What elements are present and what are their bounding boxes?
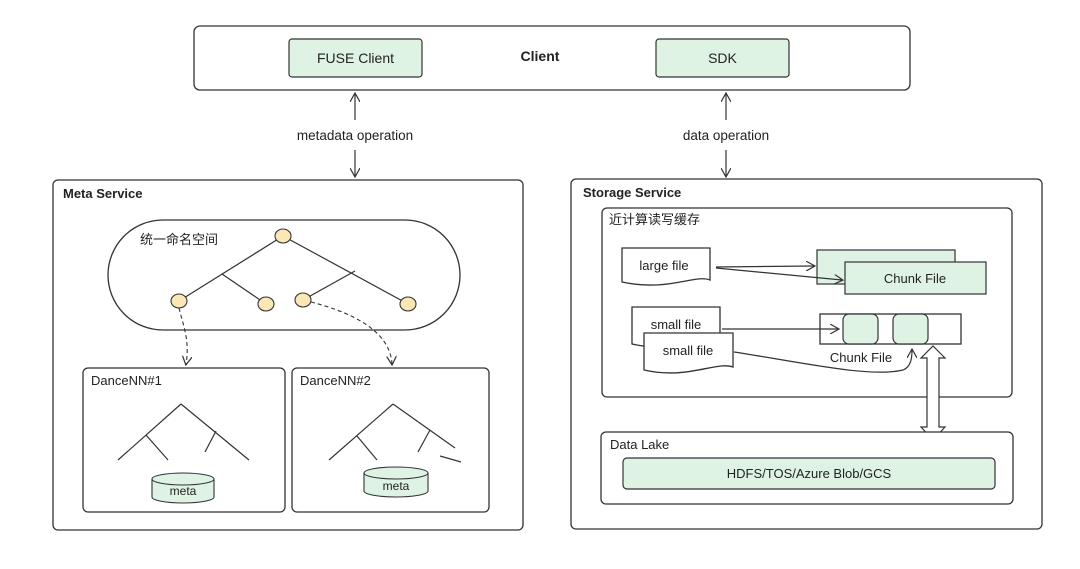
meta-db1-icon <box>151 472 215 504</box>
dancenn2-box: DanceNN#2 meta <box>291 367 490 513</box>
chunk-file-label-2: Chunk File <box>830 350 892 365</box>
cache-label: 近计算读写缓存 <box>609 212 700 227</box>
namespace-pill <box>107 219 461 331</box>
dancenn2-label: DanceNN#2 <box>300 373 371 388</box>
metadata-operation-label: metadata operation <box>297 128 413 143</box>
tree-node <box>399 296 417 312</box>
small-file-doc-2 <box>643 332 734 374</box>
large-file-doc <box>621 247 711 286</box>
data-connection: data operation <box>683 94 769 176</box>
hdfs-box <box>622 457 996 490</box>
namespace-label: 统一命名空间 <box>140 232 218 247</box>
chunk-strip <box>819 313 962 345</box>
tree-node-root <box>274 228 292 244</box>
chunk-slot-1 <box>842 313 879 345</box>
client-title: Client <box>521 48 560 64</box>
sdk-label: SDK <box>708 50 737 66</box>
large-file-label: large file <box>639 258 688 273</box>
client-box: FUSE Client Client SDK <box>193 25 911 91</box>
small-file-label-2: small file <box>663 343 714 358</box>
small-file-label-1: small file <box>651 317 702 332</box>
storage-service-box: Storage Service 近计算读写缓存 large file Chunk… <box>570 178 1043 530</box>
namespace-tree <box>170 228 417 312</box>
dashed-arrow-dancenn2 <box>310 301 392 364</box>
chunk-slot-2 <box>892 313 929 345</box>
meta-db2-icon <box>363 466 429 498</box>
dashed-arrow-dancenn1 <box>178 307 187 364</box>
meta-service-title: Meta Service <box>63 186 143 201</box>
chunk-file-front <box>844 261 987 295</box>
meta-db2-label: meta <box>383 479 410 493</box>
sdk-box <box>655 38 790 78</box>
fuse-client-box <box>288 38 423 78</box>
tree-node <box>294 292 312 308</box>
dancenn1-box: DanceNN#1 meta <box>82 367 286 513</box>
data-lake-label: Data Lake <box>610 437 669 452</box>
data-operation-label: data operation <box>683 128 769 143</box>
meta-service-box: Meta Service 统一命名空间 DanceNN#1 <box>52 179 524 531</box>
tree-node <box>170 293 188 309</box>
fuse-client-label: FUSE Client <box>317 50 394 66</box>
hdfs-label: HDFS/TOS/Azure Blob/GCS <box>727 466 892 481</box>
chunk-file-label: Chunk File <box>884 271 946 286</box>
meta-db1-label: meta <box>170 484 197 498</box>
metadata-connection: metadata operation <box>297 94 413 176</box>
dancenn1-label: DanceNN#1 <box>91 373 162 388</box>
tree-node <box>257 296 275 312</box>
storage-service-title: Storage Service <box>583 185 681 200</box>
